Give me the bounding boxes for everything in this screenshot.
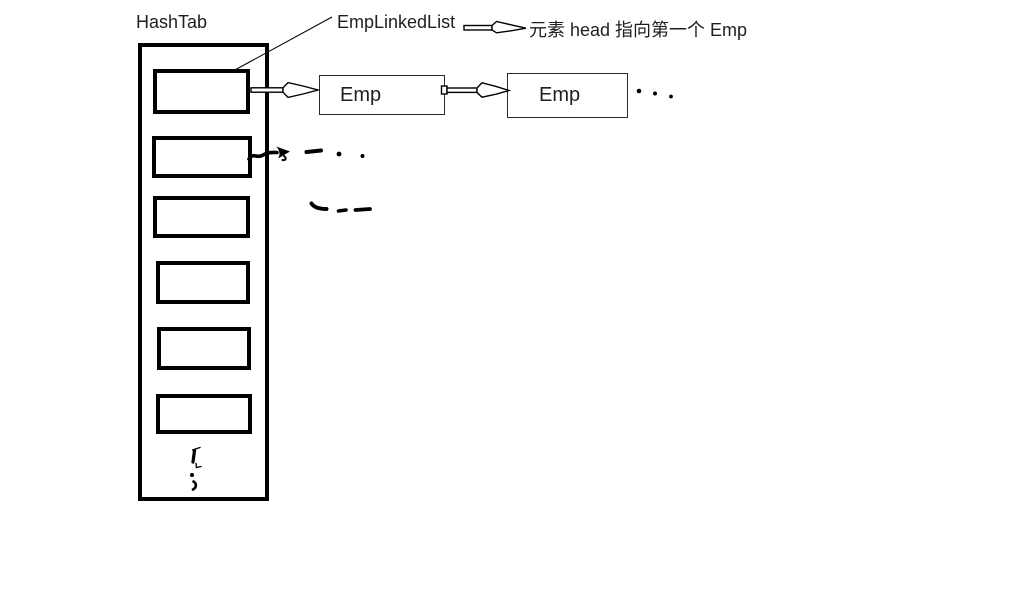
more-nodes-ellipsis: [636, 88, 673, 99]
hash-slot-1: [152, 136, 252, 178]
head-note-text: 元素 head 指向第一个 Emp: [529, 20, 748, 40]
emp-node-label: Emp: [340, 83, 382, 106]
hashtab-title: HashTab: [136, 12, 208, 32]
scribble-dashes-row1: [304, 148, 365, 158]
emp-node-label: Emp: [539, 84, 581, 106]
hash-slot-2: [153, 196, 250, 238]
emplinkedlist-label: EmpLinkedList: [337, 12, 456, 32]
hash-slot-4: [157, 327, 251, 370]
head-note-arrow-icon: [463, 20, 527, 34]
hash-slot-3: [156, 261, 250, 304]
emp-node-0: Emp: [319, 75, 445, 115]
emp-node-1: Emp: [507, 73, 628, 118]
hash-slot-5: [156, 394, 252, 434]
scribble-dashes-row2: [309, 201, 372, 213]
emp-to-emp-arrow-icon: [440, 82, 512, 98]
hash-slot-0: [153, 69, 250, 114]
